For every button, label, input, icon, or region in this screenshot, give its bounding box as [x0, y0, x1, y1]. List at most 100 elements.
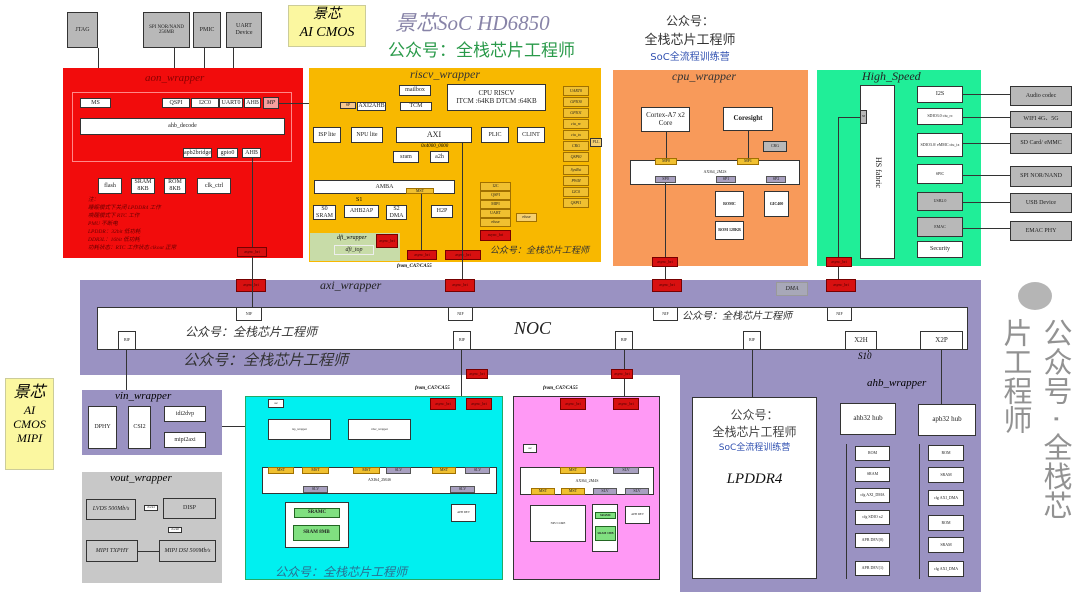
slave-port: SLV	[593, 488, 617, 495]
aon-port: I2C0	[191, 98, 219, 108]
connector-line	[126, 350, 127, 392]
amba-mst-port: MST	[406, 188, 434, 194]
connector-line	[752, 350, 753, 397]
dma-block: DMA	[776, 282, 808, 296]
x2p-bridge: X2P	[920, 331, 963, 350]
hs-external-device: WIFI 4G、5G	[1010, 111, 1072, 128]
riscv-watermark: 公众号：全栈芯片工程师	[490, 245, 590, 255]
aon-port: MS	[80, 98, 111, 108]
riscv-periph: SysRst	[563, 165, 589, 175]
apb-item: SRAM	[928, 537, 964, 553]
aon-memory: clk_ctrl	[197, 178, 231, 194]
ai-cmos-mipi-line: 景芯	[13, 384, 46, 401]
jtag-box: JTAG	[67, 12, 98, 48]
ahb32-hub: ahb32 hub	[840, 403, 896, 435]
async-bridge: async_bri	[560, 398, 586, 410]
apb-item: cfg AXI_DMA	[928, 561, 964, 577]
ahb-item: cfg AXI_DMA	[855, 488, 890, 503]
aon-note: 唤醒模式下 RTC 工作	[88, 213, 140, 219]
npu-lite: NPU lite	[351, 127, 383, 143]
sram: SRAM 8MB	[293, 525, 340, 541]
noc-bif-port: BIF	[743, 331, 761, 350]
aon-title: aon_wrapper	[145, 72, 205, 84]
ahb2ap: AHB2AP	[344, 205, 379, 218]
noc-watermark: 公众号：全栈芯片工程师	[185, 325, 318, 339]
slave-port: SLV	[386, 467, 411, 474]
mipi2axi: mipi2axi	[164, 432, 206, 448]
aon-memory: ROM 8KB	[164, 178, 186, 194]
promo-top: 公众号： 全栈芯片工程师 SoC全流程训练营	[635, 12, 745, 63]
idi2dvp: idi2dvp	[164, 406, 206, 422]
plic: PLIC	[481, 127, 509, 143]
cortex-a7-core: Cortex-A7 x2 Core	[641, 107, 690, 132]
footer-watermark: 公众号 · 全栈芯片工程师	[999, 318, 1073, 520]
master-port: MST	[561, 488, 585, 495]
from-ca7-label: from_CA7/CA55	[397, 264, 432, 269]
coresight: Coresight	[723, 107, 773, 131]
lpddr4-label: LPDDR4	[726, 471, 783, 487]
hs-external-device: EMAC PHY	[1010, 221, 1072, 241]
aon-note: 睡眠模式下关闭 LPDDR4 工作	[88, 205, 161, 211]
aon-apb-block: apb2bridge	[183, 148, 212, 158]
cpu-slave-port: SP0	[655, 176, 676, 183]
riscv-periph-mid: MIPI	[480, 200, 511, 209]
clint: CLINT	[517, 127, 545, 143]
osc: osc	[523, 444, 537, 453]
connector-line	[963, 202, 1010, 203]
aon-memory: flash	[98, 178, 122, 194]
promo-line: SoC全流程训练营	[650, 52, 730, 63]
hs-fabric-label: HS fabric	[873, 156, 883, 188]
mp-port: MP	[263, 97, 279, 109]
efuse: efuse	[516, 213, 537, 222]
isp-wrapper: isp_wrapper	[268, 419, 331, 440]
subtitle: 公众号：全栈芯片工程师	[388, 41, 575, 61]
sramc: SRAMC	[294, 508, 340, 518]
connector-line	[252, 258, 253, 308]
ahb-item: ROM	[855, 446, 890, 461]
connector-line	[279, 103, 314, 104]
connector-line	[666, 132, 667, 158]
dphy: DPHY	[88, 406, 117, 449]
hs-ip: Security	[917, 241, 963, 258]
async-bridge: async_bri	[445, 250, 481, 260]
riscv-periph: CRG	[563, 141, 589, 151]
hs-ip: SDIO3.0 ciu_rc	[917, 108, 963, 125]
s10-label: S10	[858, 351, 872, 361]
from-ca7-label: from_CA7/CA55	[415, 386, 450, 391]
connector-line	[252, 158, 253, 278]
riscv-title: riscv_wrapper	[410, 67, 480, 81]
promo-line: 全栈芯片工程师	[644, 33, 736, 48]
slave-port: SLV	[450, 486, 475, 493]
cpu-slave-port: SP2	[766, 176, 786, 183]
master-port: MST	[353, 467, 380, 474]
aon-note: PMU 不断电	[88, 221, 118, 227]
s0-sram: S0 SRAM	[313, 205, 336, 220]
hs-external-device: SD Card/ eMMC	[1010, 133, 1072, 154]
hs-ip: SDIO3.0/ eMMC ciu_tx	[917, 133, 963, 157]
noc-bif-port: BIF	[118, 331, 136, 350]
async-bridge: async_bri	[652, 257, 678, 267]
master-port: MST	[531, 488, 555, 495]
aon-apb-block: gpio0	[217, 148, 238, 158]
mipi-txphy: MIPI TXPHY	[86, 540, 138, 562]
axi-watermark: 公众号：全栈芯片工程师	[183, 351, 349, 369]
vout-title: vout_wrapper	[110, 472, 172, 484]
mipi-dsi: MIPI DSI 500Mb/s	[159, 540, 216, 562]
connector-line	[462, 143, 463, 313]
cpu-riscv-memory: ITCM :64KB DTCM :64KB	[456, 96, 537, 105]
noc-label: NOC	[513, 317, 551, 338]
async-bridge: async_bri	[480, 230, 511, 241]
sramc: SRAMC	[595, 512, 616, 519]
isp-lite: ISP lite	[313, 127, 341, 143]
ahb-item: APB DEV(0)	[855, 533, 890, 548]
connector-line	[963, 228, 1010, 229]
ahb-item: SRAM	[855, 467, 890, 482]
slave-port: SLV	[303, 486, 328, 493]
dfi-top: dfi_top	[334, 245, 374, 255]
noc-bif-port: BIF	[453, 331, 471, 350]
wechat-icon	[1018, 282, 1052, 310]
riscv-periph: GPIO0	[563, 97, 589, 107]
promo-line: 公众号：	[665, 14, 714, 28]
noc-nif-port: NIF	[236, 307, 262, 321]
